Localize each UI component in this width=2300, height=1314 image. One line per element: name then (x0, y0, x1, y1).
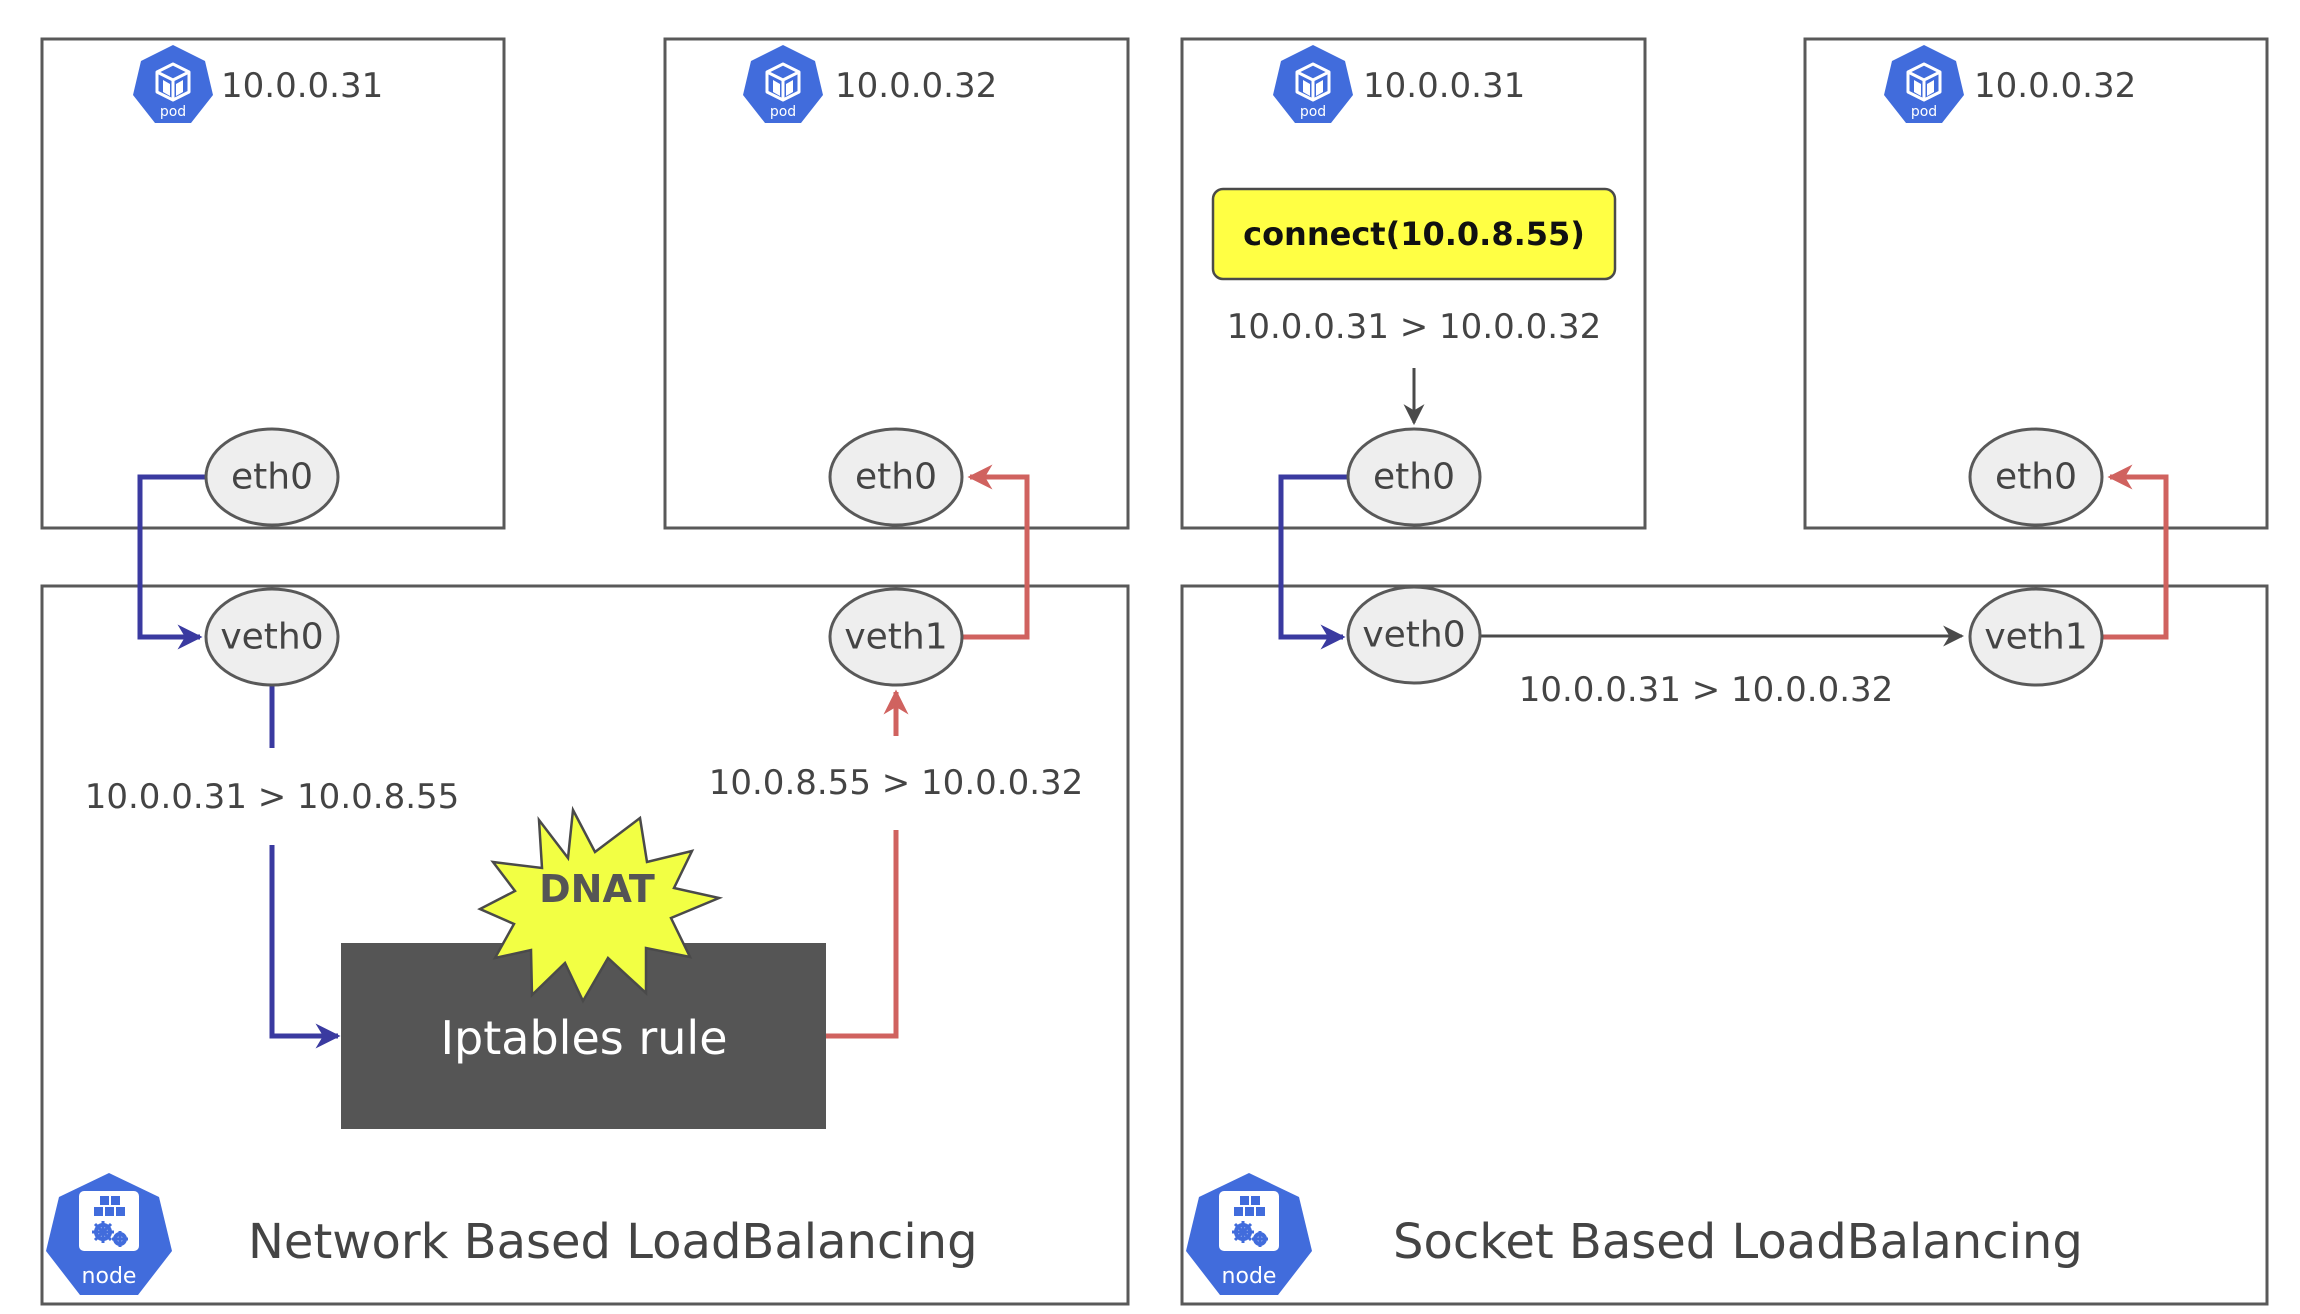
network-pod-b-eth0-label: eth0 (855, 457, 937, 498)
outbound-arrow (269, 845, 341, 1049)
socket-pod-flow-label: 10.0.0.31 > 10.0.0.32 (1227, 307, 1602, 347)
network-veth1 (828, 587, 964, 687)
socket-lb-panel: pod 10.0.0.31 pod 10.0.0.32 connect(10.0… (1180, 37, 2269, 1306)
connect-call-box (1211, 187, 1617, 281)
node-icon-label: node (1222, 1264, 1277, 1289)
outbound-arrow (1278, 474, 1347, 650)
socket-node-flow-label: 10.0.0.31 > 10.0.0.32 (1519, 670, 1894, 710)
network-pod-a-eth0-label: eth0 (231, 457, 313, 498)
connect-call-label: connect(10.0.8.55) (1243, 215, 1585, 253)
socket-pod-b-eth0-label: eth0 (1995, 457, 2077, 498)
socket-pod-a-eth0 (1346, 427, 1482, 527)
network-lb-title: Network Based LoadBalancing (248, 1214, 978, 1270)
socket-veth0-label: veth0 (1362, 615, 1465, 656)
socket-lb-title: Socket Based LoadBalancing (1393, 1214, 2083, 1270)
network-pod-a-ip: 10.0.0.31 (221, 66, 383, 106)
pod-icon-label: pod (160, 104, 186, 120)
network-pod-b-eth0 (828, 427, 964, 527)
inbound-arrow (2102, 464, 2169, 640)
network-pod-a-eth0 (204, 427, 340, 527)
pod-icon-label: pod (1911, 104, 1937, 120)
pod-icon-label: pod (770, 104, 796, 120)
inbound-arrow (962, 464, 1030, 640)
socket-node-box (1180, 584, 2269, 1306)
socket-veth0 (1346, 585, 1482, 685)
inbound-arrow (826, 830, 899, 1039)
socket-pod-a-ip: 10.0.0.31 (1363, 66, 1525, 106)
socket-pod-a-eth0-label: eth0 (1373, 457, 1455, 498)
dnat-burst (477, 805, 724, 1004)
network-lb-panel: pod 10.0.0.31 pod 10.0.0.32 eth0 eth0 ve… (40, 37, 1130, 1306)
dnat-label: DNAT (539, 867, 655, 911)
socket-veth1-label: veth1 (1984, 617, 2087, 658)
socket-pod-b-ip: 10.0.0.32 (1974, 66, 2136, 106)
node-icon-label: node (82, 1264, 137, 1289)
outbound-arrow (137, 474, 206, 650)
network-veth1-label: veth1 (844, 617, 947, 658)
network-veth0 (204, 587, 340, 687)
network-flow-out-label: 10.0.0.31 > 10.0.8.55 (85, 777, 460, 817)
network-flow-in-label: 10.0.8.55 > 10.0.0.32 (709, 763, 1084, 803)
iptables-rule-label: Iptables rule (440, 1011, 727, 1065)
network-pod-b-ip: 10.0.0.32 (835, 66, 997, 106)
socket-pod-b-eth0 (1968, 427, 2104, 527)
socket-veth1 (1968, 587, 2104, 687)
pod-icon-label: pod (1300, 104, 1326, 120)
network-veth0-label: veth0 (220, 617, 323, 658)
